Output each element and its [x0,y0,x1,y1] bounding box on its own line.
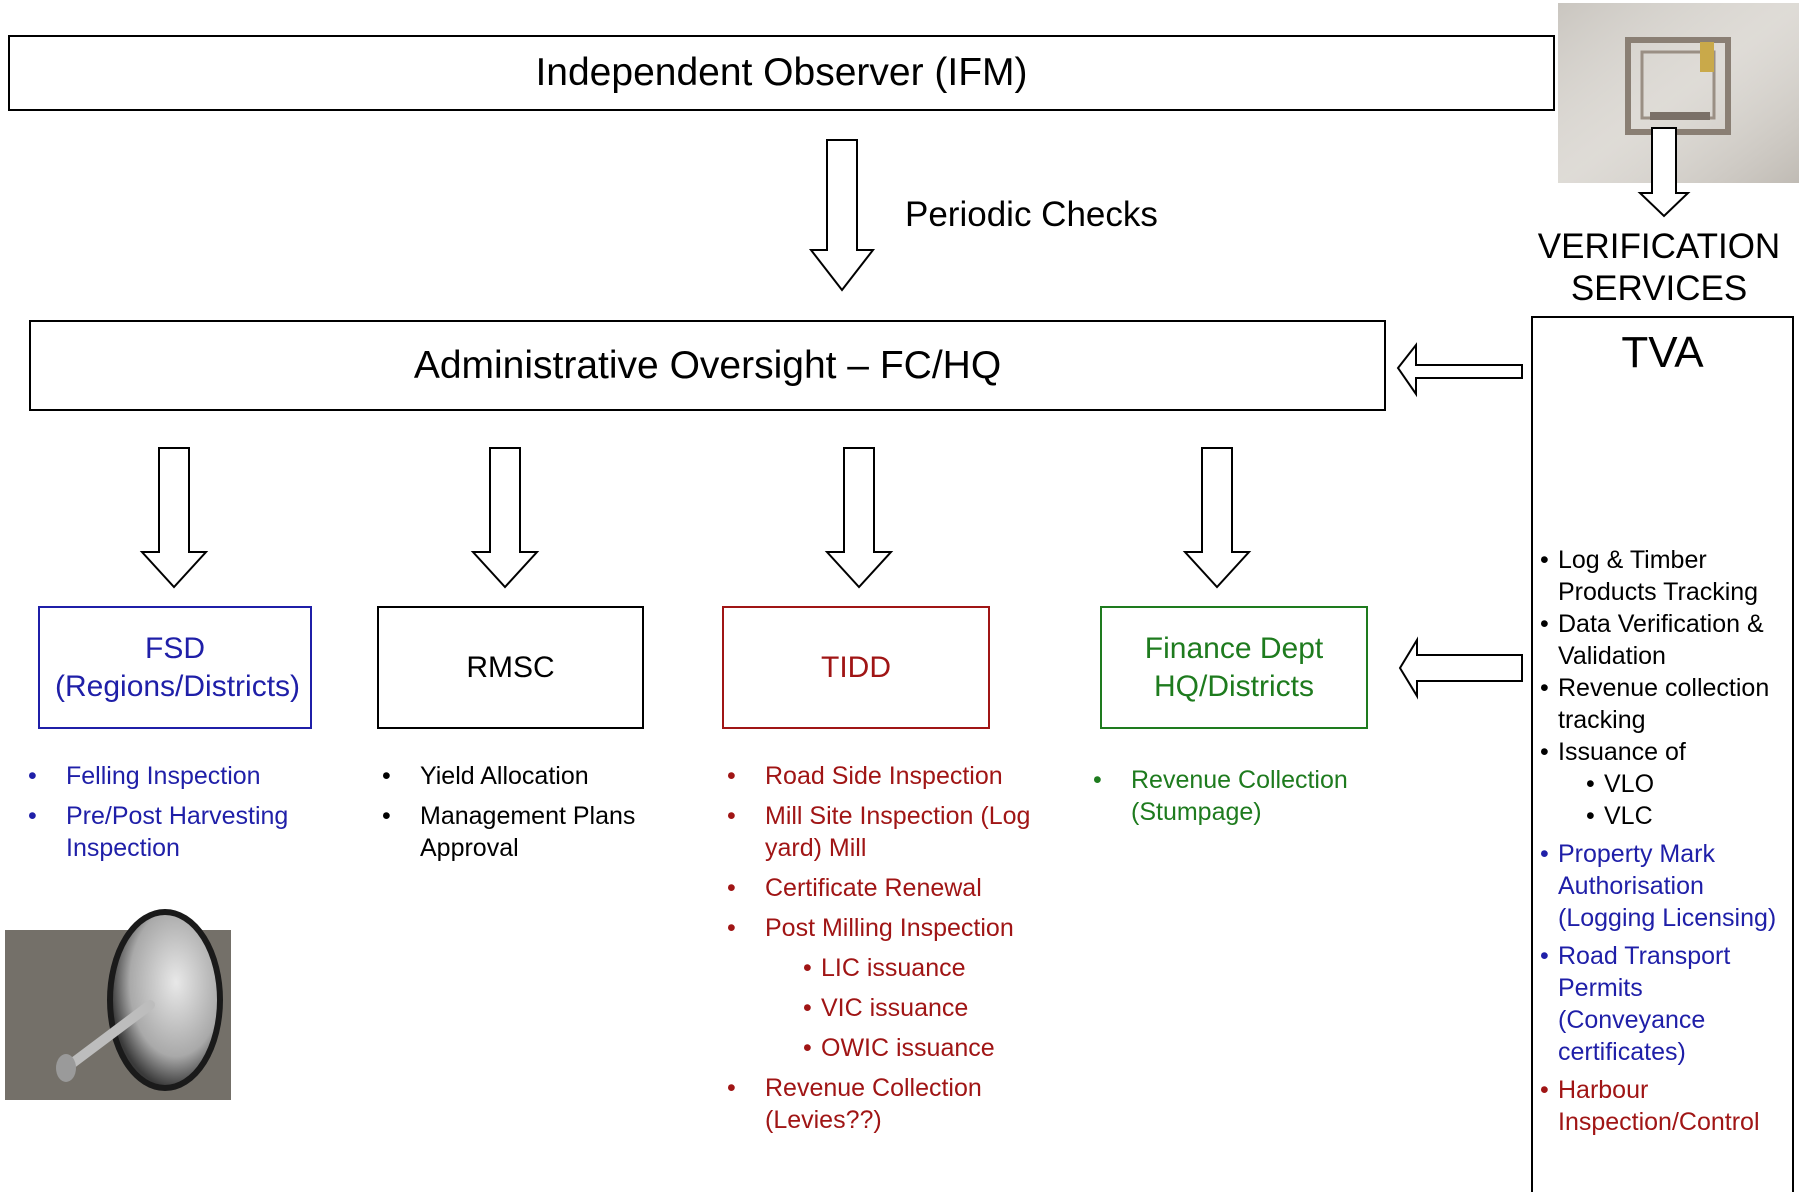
tva-item: Issuance of [1540,736,1780,768]
finance-label: Finance Dept HQ/Districts [1144,631,1324,703]
left-arrow-icon [1398,636,1523,700]
down-arrow-icon [808,139,876,292]
fsd-list: Felling Inspection Pre/Post Harvesting I… [28,760,328,872]
tidd-label: TIDD [821,650,891,684]
tva-item: Road Transport Permits (Conveyance certi… [1540,940,1780,1068]
rmsc-box: RMSC [377,606,644,729]
tidd-list: Road Side Inspection Mill Site Inspectio… [727,760,1057,1144]
tva-subitem: VLO [1540,768,1780,800]
tva-box: TVA [1531,316,1794,1192]
list-item: Revenue Collection (Stumpage) [1093,764,1393,828]
tva-item: Log & Timber Products Tracking [1540,544,1780,608]
finance-list: Revenue Collection (Stumpage) [1093,764,1393,836]
verification-line-2: SERVICES [1570,269,1748,308]
tidd-box: TIDD [722,606,990,729]
independent-observer-label: Independent Observer (IFM) [535,51,1028,94]
down-arrow-icon [1182,447,1252,589]
list-item: Road Side Inspection [727,760,1057,792]
list-item: Revenue Collection (Levies??) [727,1072,1057,1136]
list-subitem: LIC issuance [803,952,1057,984]
fsd-box: FSD (Regions/Districts) [38,606,312,729]
rfid-tag-photo [1558,3,1799,183]
down-arrow-icon [139,447,209,589]
tva-item: Revenue collection tracking [1540,672,1780,736]
tva-item: Property Mark Authorisation (Logging Lic… [1540,838,1780,934]
rmsc-list: Yield Allocation Management Plans Approv… [382,760,682,872]
independent-observer-box: Independent Observer (IFM) [8,35,1555,111]
down-arrow-icon [824,447,894,589]
list-item: Management Plans Approval [382,800,682,864]
fsd-label: FSD (Regions/Districts) [55,631,301,703]
tva-title: TVA [1621,328,1704,377]
list-subitem: VIC issuance [803,992,1057,1024]
tva-subitem: VLC [1540,800,1780,832]
list-item: Post Milling Inspection [727,912,1057,944]
tva-list: Log & Timber Products Tracking Data Veri… [1540,544,1780,1138]
admin-oversight-label: Administrative Oversight – FC/HQ [413,343,1002,387]
nail-tag-photo [5,909,231,1100]
finance-box: Finance Dept HQ/Districts [1100,606,1368,729]
verification-services-label: VERIFICATION SERVICES [1520,226,1798,310]
list-item: Certificate Renewal [727,872,1057,904]
list-item: Mill Site Inspection (Log yard) Mill [727,800,1057,864]
list-subitem: OWIC issuance [803,1032,1057,1064]
left-arrow-icon [1396,342,1523,398]
list-item: Felling Inspection [28,760,328,792]
verification-line-1: VERIFICATION [1537,227,1781,266]
admin-oversight-box: Administrative Oversight – FC/HQ [29,320,1386,411]
down-arrow-icon [470,447,540,589]
list-item: Yield Allocation [382,760,682,792]
tva-item: Data Verification & Validation [1540,608,1780,672]
rmsc-label: RMSC [466,650,555,684]
list-item: Pre/Post Harvesting Inspection [28,800,328,864]
down-arrow-icon [1637,127,1691,218]
tva-item: Harbour Inspection/Control [1540,1074,1780,1138]
periodic-checks-label: Periodic Checks [905,195,1158,234]
